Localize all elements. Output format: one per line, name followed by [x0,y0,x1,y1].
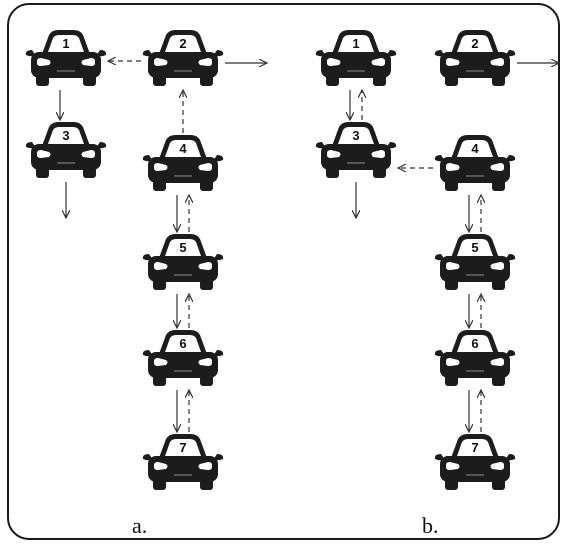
car-b-6: 6 [434,330,516,386]
car-number-b-1: 1 [352,36,359,51]
car-a-5: 5 [142,234,224,290]
car-a-1: 1 [25,30,107,86]
car-b-2: 2 [434,30,516,86]
car-number-a-4: 4 [179,141,187,156]
car-number-a-3: 3 [62,128,69,143]
panel-label-b: b. [422,513,439,538]
cars-layer: 1 2 3 4 5 6 7 1 2 3 4 5 6 7 [25,30,516,490]
car-a-2: 2 [142,30,224,86]
car-number-a-7: 7 [179,440,186,455]
car-number-b-3: 3 [352,128,359,143]
car-number-b-6: 6 [471,336,478,351]
panel-label-a: a. [132,513,148,538]
car-number-a-5: 5 [179,240,186,255]
car-b-4: 4 [434,135,516,191]
car-number-b-5: 5 [471,240,478,255]
car-a-4: 4 [142,135,224,191]
car-b-5: 5 [434,234,516,290]
car-b-7: 7 [434,434,516,490]
car-number-b-2: 2 [471,36,478,51]
arrows-layer [60,61,559,432]
car-a-3: 3 [25,122,107,178]
car-number-a-1: 1 [62,36,69,51]
car-b-1: 1 [315,30,397,86]
car-a-7: 7 [142,434,224,490]
car-a-6: 6 [142,330,224,386]
car-number-b-7: 7 [471,440,478,455]
car-b-3: 3 [315,122,397,178]
car-number-b-4: 4 [471,141,479,156]
car-number-a-6: 6 [179,336,186,351]
car-number-a-2: 2 [179,36,186,51]
